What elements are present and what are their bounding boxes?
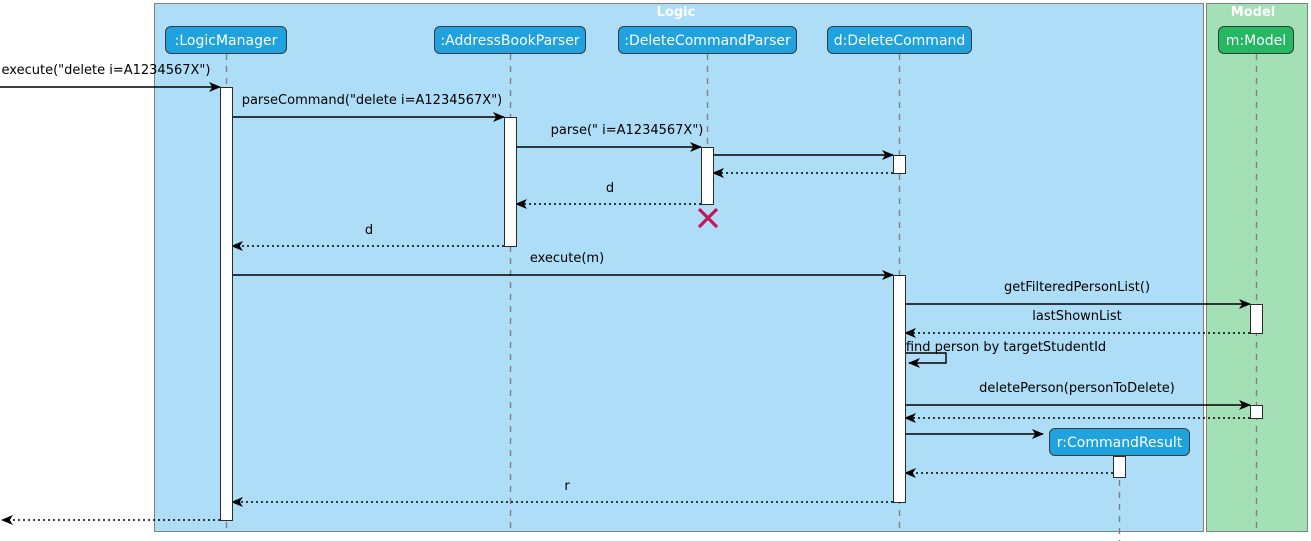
participant-deletecommandparser[interactable]: :DeleteCommandParser [618, 26, 797, 54]
message-label: deletePerson(personToDelete) [979, 381, 1175, 396]
activation-bar [504, 117, 517, 247]
destroy-markers [697, 207, 719, 229]
message-label: execute(m) [529, 251, 605, 266]
activation-bar [1113, 456, 1126, 478]
participant-rcommandresult[interactable]: r:CommandResult [1049, 428, 1190, 456]
activation-bar [1250, 304, 1263, 334]
activation-bar [893, 275, 906, 503]
message-label: parse(" i=A1234567X") [550, 123, 704, 138]
destroy-marker-icon [697, 207, 719, 229]
activation-bar [220, 87, 233, 521]
participant-mmodel[interactable]: m:Model [1218, 26, 1294, 54]
participant-ddeletecommand[interactable]: d:DeleteCommand [827, 26, 972, 54]
message-label: d [605, 181, 615, 196]
message-label: execute("delete i=A1234567X") [1, 63, 211, 78]
activation-bar [893, 155, 906, 174]
participant-logicmanager[interactable]: :LogicManager [165, 26, 287, 54]
activation-bars [220, 87, 1263, 521]
partition-panel-logic [154, 3, 1204, 532]
message-label: parseCommand("delete i=A1234567X") [241, 93, 503, 108]
activation-bar [1250, 405, 1263, 419]
activation-bar [701, 147, 714, 205]
message-label: d [364, 223, 374, 238]
participant-addressbookparser[interactable]: :AddressBookParser [434, 26, 586, 54]
self-message-arrow [905, 352, 947, 368]
message-label: getFilteredPersonList() [1003, 280, 1151, 295]
message-label: lastShownList [1032, 309, 1122, 324]
partition-title-model: Model [1230, 5, 1276, 20]
message-label: find person by targetStudentId [905, 340, 1107, 355]
message-label: r [564, 479, 570, 494]
message-arrows [0, 82, 1251, 525]
partition-title-logic: Logic [656, 5, 696, 20]
